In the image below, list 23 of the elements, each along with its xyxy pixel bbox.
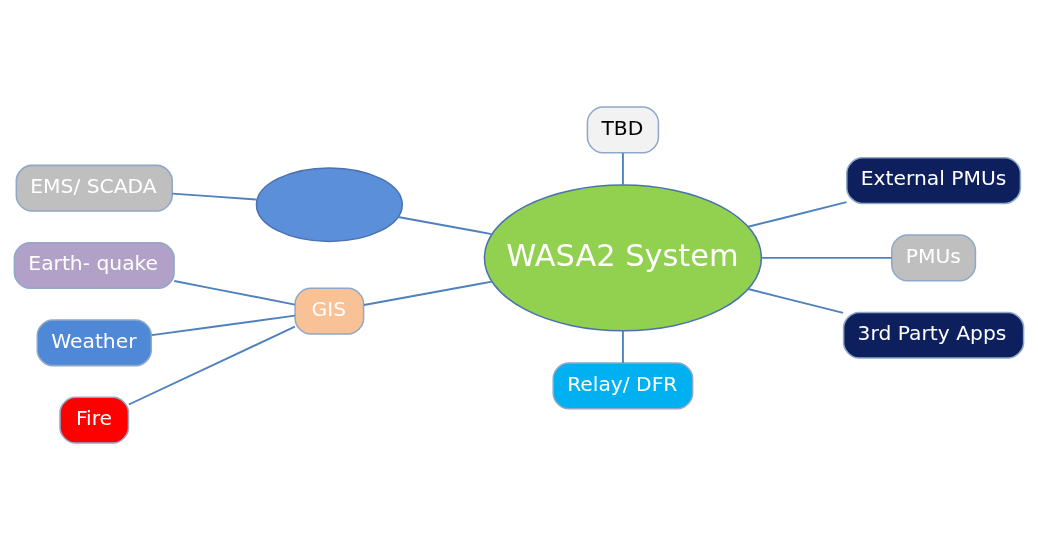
connector — [173, 279, 296, 306]
connector — [747, 287, 845, 314]
node-ellipse — [255, 166, 403, 242]
connector — [397, 215, 493, 235]
node-box: 3rd Party Apps — [842, 311, 1025, 359]
connector — [760, 256, 893, 259]
connector — [171, 192, 258, 201]
connector — [747, 200, 848, 228]
node-box: TBD — [586, 105, 660, 153]
node-box: EMS/ SCADA — [15, 164, 173, 212]
node-box: PMUs — [891, 233, 977, 281]
node-box: Relay/ DFR — [552, 361, 694, 409]
connector — [363, 280, 493, 306]
node-ellipse: WASA2 System — [483, 183, 763, 332]
connector — [621, 151, 624, 186]
connector — [621, 329, 624, 364]
node-box: External PMUs — [846, 156, 1022, 204]
connector — [150, 314, 296, 336]
node-box: GIS — [294, 287, 365, 335]
connector — [127, 325, 296, 405]
node-box: Weather — [36, 318, 153, 366]
node-box: Fire — [59, 396, 130, 444]
node-box: Earth- quake — [13, 241, 175, 289]
